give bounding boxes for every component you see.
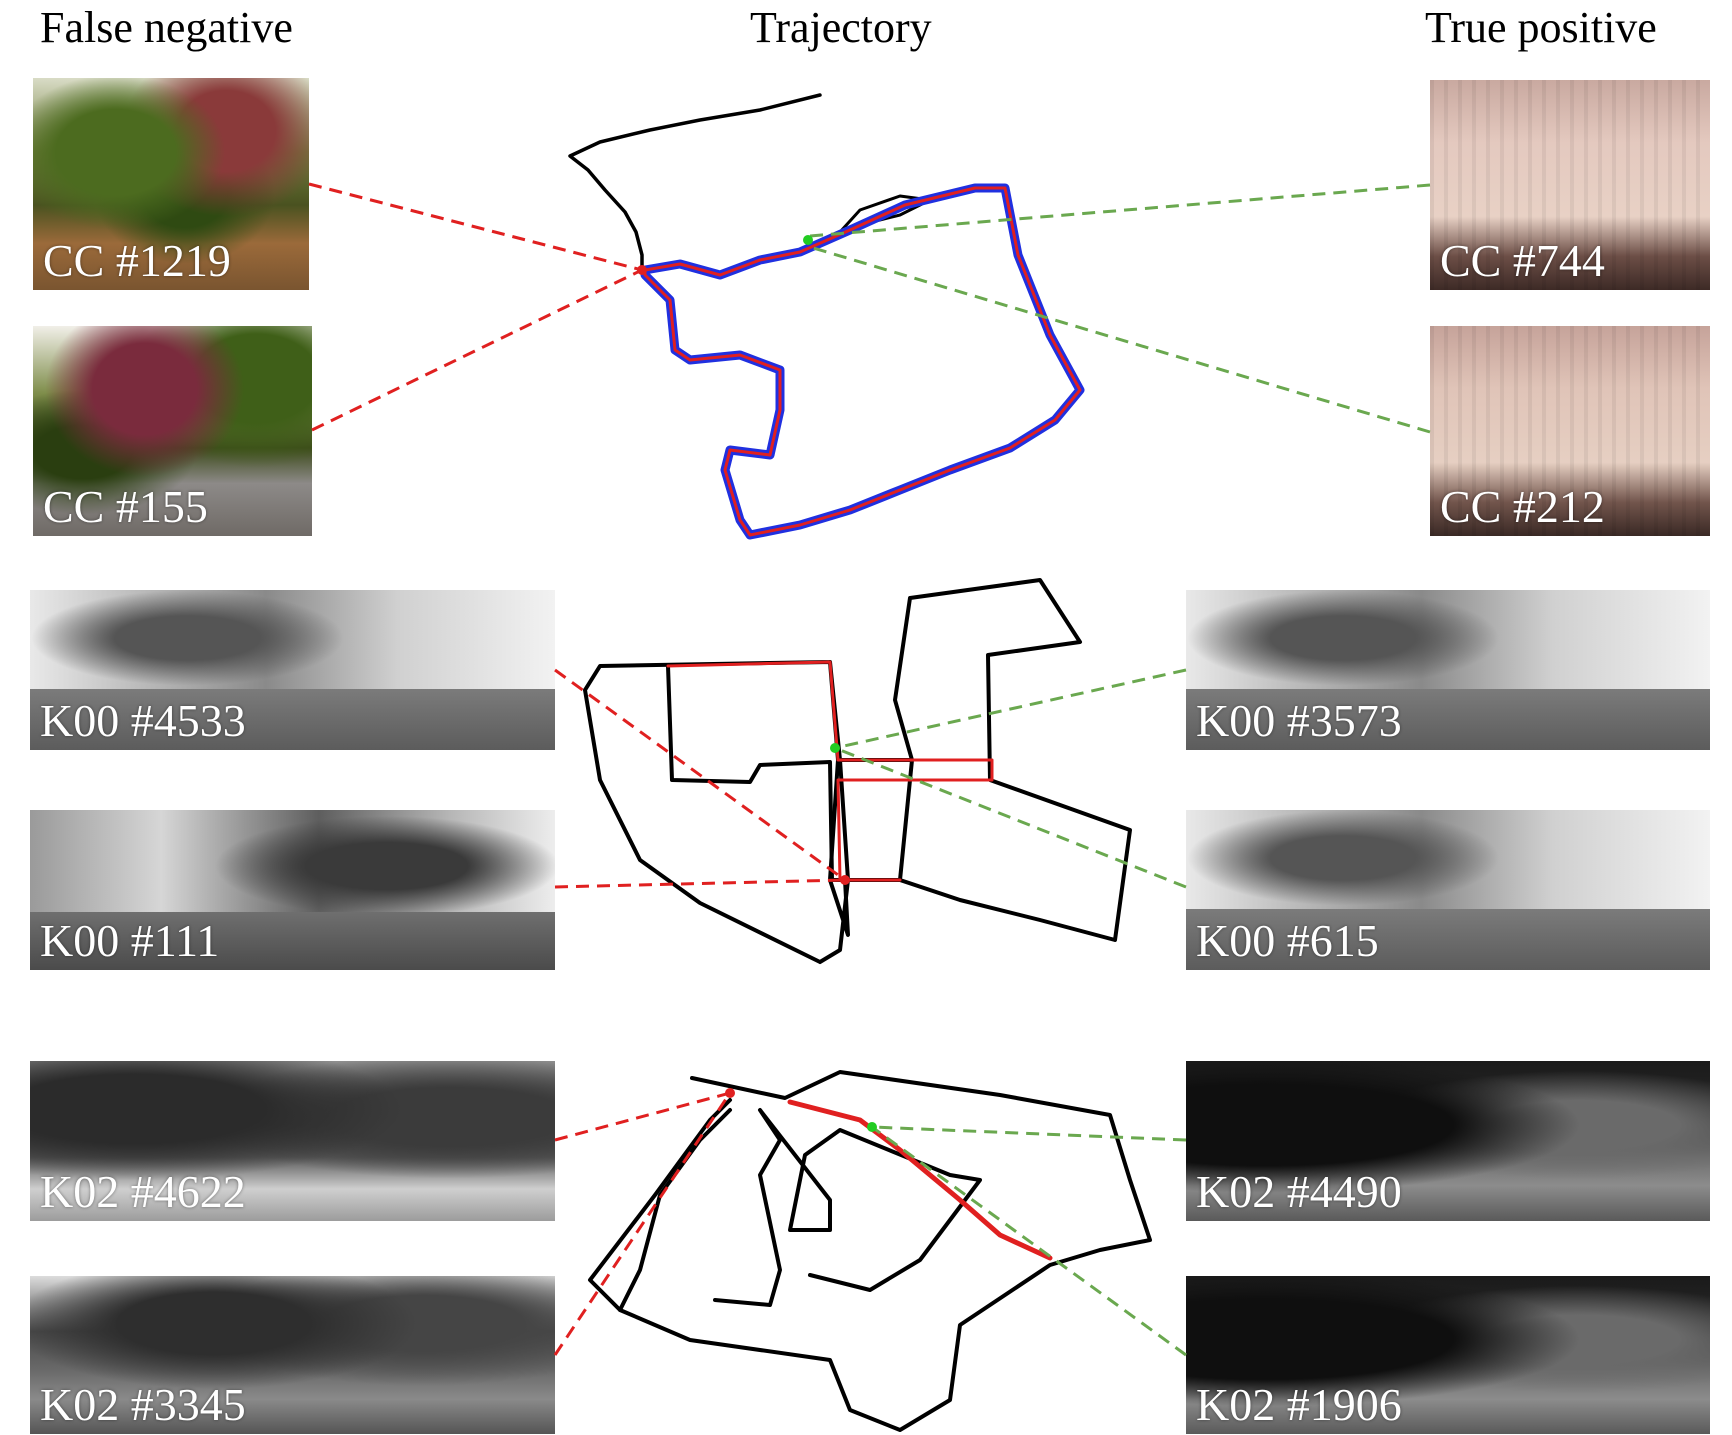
photo-scene (33, 326, 312, 536)
photo-scene (1186, 1061, 1710, 1221)
photo-scene (1430, 326, 1710, 536)
true-positive-links (809, 183, 1431, 1357)
photo-label: CC #744 (1440, 235, 1605, 286)
true-positive-marker (803, 235, 813, 245)
photo-label: K02 #4622 (40, 1166, 246, 1217)
photo-label: K02 #4490 (1196, 1166, 1402, 1217)
trajectory-path (666, 664, 902, 882)
photo-scene (30, 590, 555, 750)
photo-label: CC #1219 (43, 235, 231, 286)
photo-scene (30, 1061, 555, 1221)
photo-scene (30, 1276, 555, 1434)
photo-k00-4533: K00 #4533 (30, 590, 555, 750)
photo-k00-615: K00 #615 (1186, 810, 1710, 970)
header-true-positive: True positive (1425, 3, 1657, 52)
photo-scene (1186, 1276, 1710, 1434)
link-k00-111 (554, 878, 846, 889)
photo-k00-3573: K00 #3573 (1186, 590, 1710, 750)
link-cc-155 (311, 268, 643, 432)
ground-truth-loop-path (643, 186, 1082, 537)
trajectory-path (568, 93, 822, 272)
photo-label: CC #155 (43, 481, 208, 532)
photo-cc-155: CC #155 (33, 326, 312, 536)
link-k02-4490 (871, 1125, 1187, 1142)
header-trajectory: Trajectory (750, 3, 932, 52)
false-negative-links (308, 182, 846, 1356)
photo-label: K00 #4533 (40, 695, 246, 746)
photo-cc-1219: CC #1219 (33, 78, 309, 290)
photo-label: K00 #615 (1196, 915, 1379, 966)
photo-k02-4622: K02 #4622 (30, 1061, 555, 1221)
false-negative-marker (840, 875, 850, 885)
false-negative-marker (725, 1088, 735, 1098)
false-negative-marker (637, 265, 647, 275)
photo-cc-744: CC #744 (1430, 80, 1710, 290)
link-cc-212 (809, 245, 1431, 434)
true-positive-marker (830, 743, 840, 753)
trajectory-k00 (583, 578, 1132, 964)
trajectory-path (583, 578, 1132, 964)
photo-scene (1186, 590, 1710, 750)
photo-label: CC #212 (1440, 481, 1605, 532)
trajectory-cc (568, 93, 1085, 540)
trajectory-path (713, 1108, 982, 1307)
link-k02-3345 (553, 1092, 732, 1356)
link-cc-1219 (308, 182, 643, 272)
photo-scene (1186, 810, 1710, 970)
photo-scene (30, 810, 555, 970)
photo-k00-111: K00 #111 (30, 810, 555, 970)
photo-scene (1430, 80, 1710, 290)
link-k02-4622 (554, 1091, 731, 1142)
trajectory-k02 (588, 1070, 1152, 1432)
photo-cc-212: CC #212 (1430, 326, 1710, 536)
ground-truth-loop-path (666, 660, 994, 882)
link-k00-3573 (834, 668, 1187, 750)
photo-label: K00 #111 (40, 915, 220, 966)
photo-label: K02 #3345 (40, 1379, 246, 1430)
photo-scene (33, 78, 309, 290)
photo-label: K02 #1906 (1196, 1379, 1402, 1430)
header-false-negative: False negative (40, 3, 293, 52)
trajectory-path (588, 1070, 1152, 1432)
trajectory-path (618, 1108, 732, 1312)
ground-truth-loop-path (787, 1099, 1053, 1261)
photo-k02-1906: K02 #1906 (1186, 1276, 1710, 1434)
photo-label: K00 #3573 (1196, 695, 1402, 746)
link-k00-4533 (554, 668, 846, 882)
photo-k02-3345: K02 #3345 (30, 1276, 555, 1434)
link-k02-1906 (871, 1125, 1187, 1357)
link-k00-615 (834, 746, 1187, 889)
photo-k02-4490: K02 #4490 (1186, 1061, 1710, 1221)
true-positive-marker (867, 1122, 877, 1132)
